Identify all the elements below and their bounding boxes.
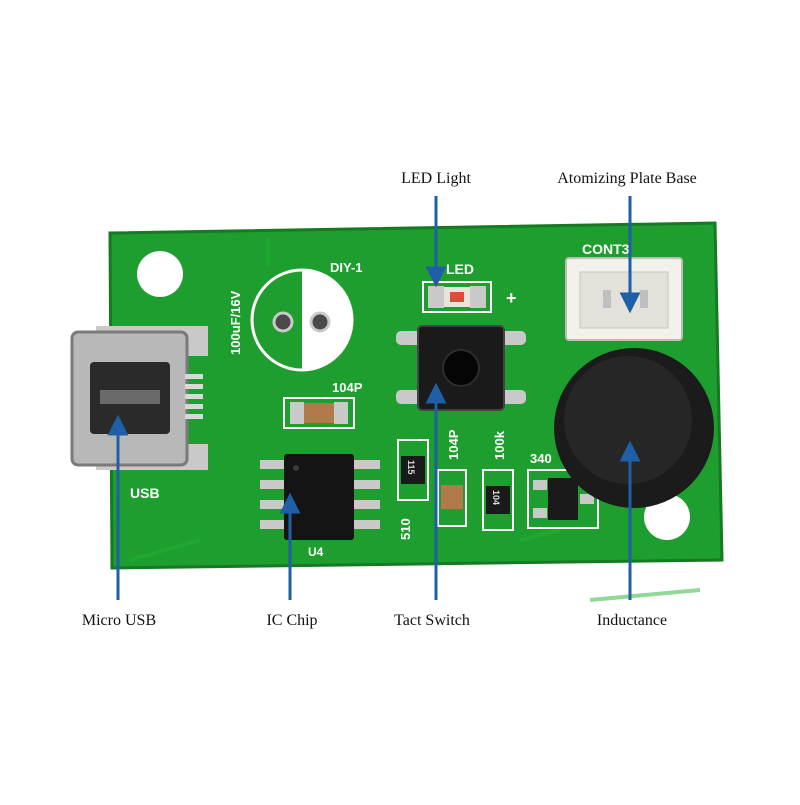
capacitor-hole-2 (309, 311, 331, 333)
arrow-tact-head (425, 382, 447, 404)
cap-104p-outline (283, 397, 355, 429)
res-100k-outline (482, 469, 514, 531)
tact-switch-button (442, 349, 480, 387)
arrow-ic-head (279, 492, 301, 514)
res-510-body (401, 456, 425, 484)
silk-104p-a: 104P (332, 380, 363, 395)
arrow-inductance-head (619, 440, 641, 462)
callout-micro-usb: Micro USB (81, 612, 157, 629)
callout-tact-switch: Tact Switch (394, 612, 470, 629)
silk-cont: CONT3 (582, 241, 630, 257)
inductor-highlight (564, 356, 692, 484)
led-die (450, 292, 464, 302)
connector-pin-1 (603, 290, 611, 308)
silk-u4: U4 (308, 545, 324, 559)
callout-arrows (107, 196, 641, 600)
transistor-body (548, 478, 578, 520)
cap-104p-vertical-outline (437, 469, 467, 527)
mounting-hole-top-left (137, 251, 183, 297)
arrow-led-head (425, 266, 447, 288)
cap-104p-pad-right (334, 402, 348, 424)
led-pad-left (428, 286, 444, 308)
led-pad-right (470, 286, 486, 308)
silk-510: 510 (398, 518, 413, 540)
usb-pin-3 (185, 394, 203, 399)
transistor-pad-2 (533, 508, 547, 518)
led-outline (422, 281, 492, 313)
silk-res-code-115: 115 (406, 460, 416, 475)
callout-ic-chip: IC Chip (266, 612, 318, 629)
usb-pin-1 (185, 374, 203, 379)
silk-plus: + (506, 288, 517, 308)
callout-inductance: Inductance (596, 612, 668, 629)
transistor-pad-3 (580, 494, 594, 504)
cap-104p-vertical-body (441, 485, 463, 509)
silk-340: 340 (530, 451, 552, 466)
ic-chip-pins (260, 460, 380, 529)
micro-usb-tongue (100, 390, 160, 404)
silk-100k: 100k (492, 430, 507, 460)
res-510-outline (397, 439, 429, 501)
ic-chip-dot (293, 465, 299, 471)
connector-pin-2 (640, 290, 648, 308)
cap-104p-body (304, 403, 334, 423)
callout-led-light: LED Light (401, 170, 471, 187)
silk-res-code-104: 104 (491, 490, 501, 505)
transistor-pad-1 (533, 480, 547, 490)
pcb-trace (129, 238, 701, 602)
ic-chip (284, 454, 354, 540)
silk-104p-b: 104P (446, 429, 461, 460)
arrow-plate-head (619, 292, 641, 314)
capacitor-hole-1 (272, 311, 294, 333)
usb-pin-4 (185, 404, 203, 409)
silk-usb: USB (130, 485, 160, 501)
silk-cap-rating: 100uF/16V (228, 290, 243, 355)
usb-pin-2 (185, 384, 203, 389)
mounting-hole-bottom-right (644, 494, 690, 540)
silk-led: LED (446, 261, 474, 277)
res-100k-body (486, 486, 510, 514)
cap-104p-pad-left (290, 402, 304, 424)
callout-atomizing-plate-base: Atomizing Plate Base (557, 170, 697, 187)
arrow-usb-head (107, 414, 129, 436)
silk-diy: DIY-1 (330, 260, 363, 275)
usb-pin-5 (185, 414, 203, 419)
